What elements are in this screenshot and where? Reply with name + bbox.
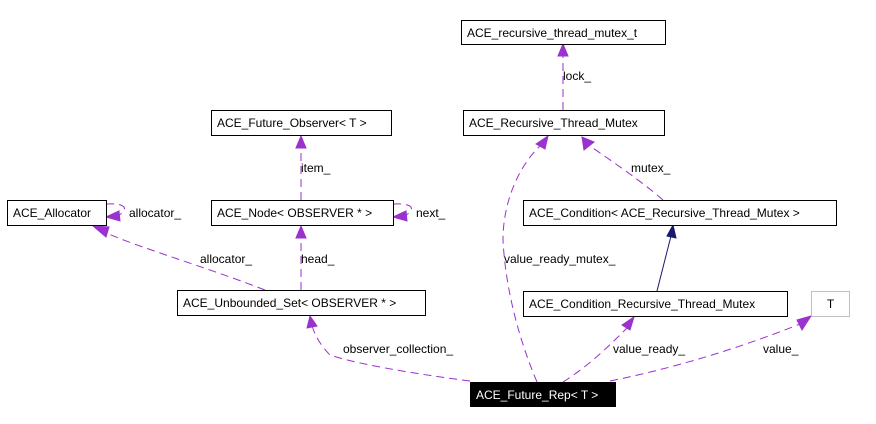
edge-head [295, 224, 307, 290]
edge-label-allocator-self: allocator_ [129, 206, 182, 220]
edge-value [609, 315, 813, 382]
node-label: ACE_Condition< ACE_Recursive_Thread_Mute… [529, 206, 800, 220]
edge-label-lock: lock_ [563, 69, 592, 83]
edge-allocator-self [104, 203, 125, 222]
node-t: T [811, 291, 850, 317]
node-label: ACE_recursive_thread_mutex_t [467, 25, 638, 40]
node-ace-allocator[interactable]: ACE_Allocator [7, 200, 107, 226]
node-ace-recursive-thread-mutex-t[interactable]: ACE_recursive_thread_mutex_t [461, 20, 666, 45]
edge-label-value-ready-mutex: value_ready_mutex_ [504, 252, 616, 266]
edge-label-next: next_ [416, 206, 446, 220]
edge-allocator [91, 225, 266, 291]
edge-value-ready-mutex [502, 134, 549, 383]
node-label: ACE_Unbounded_Set< OBSERVER * > [183, 296, 397, 310]
node-label: ACE_Condition_Recursive_Thread_Mutex [529, 297, 756, 311]
node-label: ACE_Recursive_Thread_Mutex [469, 116, 638, 130]
edge-mutex [581, 136, 664, 201]
edge-label-allocator: allocator_ [200, 252, 253, 266]
node-ace-recursive-thread-mutex[interactable]: ACE_Recursive_Thread_Mutex [463, 110, 665, 136]
node-label: T [826, 297, 835, 311]
edge-label-head: head_ [301, 252, 335, 266]
edge-next [391, 203, 412, 222]
edge-label-mutex: mutex_ [631, 161, 671, 175]
node-ace-unbounded-set[interactable]: ACE_Unbounded_Set< OBSERVER * > [177, 290, 426, 316]
node-label: ACE_Future_Observer< T > [217, 116, 367, 130]
edge-item [295, 134, 307, 200]
node-ace-future-rep: ACE_Future_Rep< T > [470, 382, 616, 407]
edge-label-item: item_ [301, 161, 331, 175]
node-ace-condition[interactable]: ACE_Condition< ACE_Recursive_Thread_Mute… [523, 200, 837, 226]
edge-label-value: value_ [763, 342, 799, 356]
edge-value-ready [562, 315, 635, 383]
node-label: ACE_Allocator [13, 206, 92, 220]
node-label: ACE_Future_Rep< T > [476, 387, 599, 402]
edge-lock [557, 42, 569, 110]
edge-label-value-ready: value_ready_ [613, 342, 686, 356]
edge-inherit-condition [656, 223, 677, 292]
node-ace-node[interactable]: ACE_Node< OBSERVER * > [211, 200, 394, 226]
node-ace-future-observer[interactable]: ACE_Future_Observer< T > [211, 110, 392, 136]
edge-observer-collection [306, 314, 471, 382]
node-label: ACE_Node< OBSERVER * > [217, 206, 373, 220]
node-ace-condition-recursive-thread-mutex[interactable]: ACE_Condition_Recursive_Thread_Mutex [523, 291, 788, 317]
edge-label-observer-collection: observer_collection_ [343, 342, 454, 356]
